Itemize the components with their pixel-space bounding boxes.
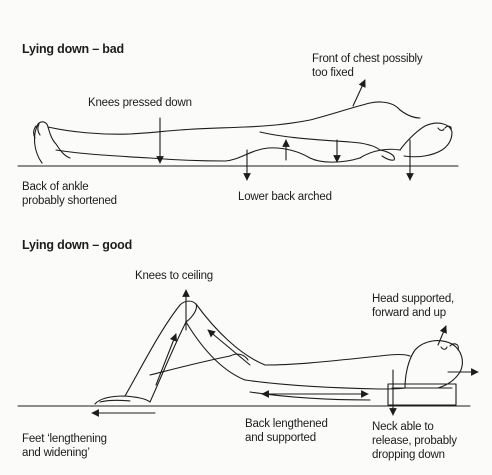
heading-bad: Lying down – bad bbox=[22, 42, 124, 56]
heading-good: Lying down – good bbox=[22, 238, 132, 252]
label-ankle-shortened: Back of ankle probably shortened bbox=[22, 180, 117, 208]
label-back-lengthened: Back lengthened and supported bbox=[245, 417, 328, 445]
label-lower-back-arched: Lower back arched bbox=[238, 190, 332, 204]
label-chest-fixed: Front of chest possibly too fixed bbox=[312, 52, 422, 80]
label-neck-release: Neck able to release, probably dropping … bbox=[372, 420, 457, 462]
label-head-supported: Head supported, forward and up bbox=[372, 292, 454, 320]
label-feet-lengthening: Feet ‘lengthening and widening’ bbox=[22, 432, 107, 460]
label-knees-pressed: Knees pressed down bbox=[88, 96, 192, 110]
arrow-head-up bbox=[438, 326, 446, 345]
figure-lying-bad bbox=[34, 102, 452, 163]
arrow-shin-up bbox=[156, 334, 176, 385]
label-knees-ceiling: Knees to ceiling bbox=[135, 269, 213, 283]
arrow-chest-up bbox=[353, 80, 365, 106]
